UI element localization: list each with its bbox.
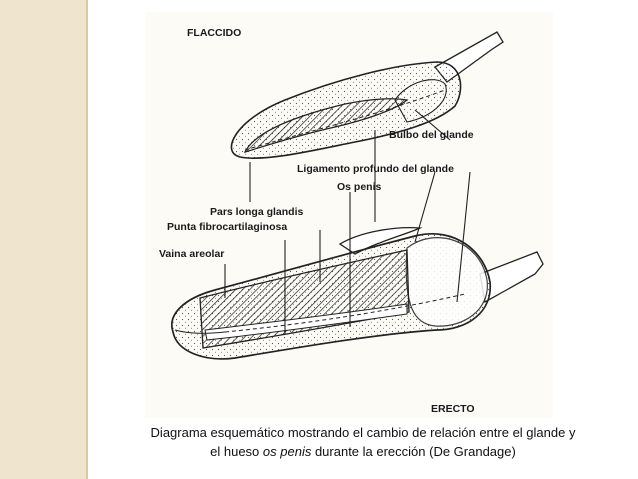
- label-flaccido: FLACCIDO: [187, 27, 241, 39]
- label-os-penis: Os penis: [337, 181, 382, 193]
- caption-line-2-after: durante la erección (De Grandage): [311, 444, 516, 459]
- label-punta-fibrocartilaginosa: Punta fibrocartilaginosa: [167, 221, 287, 233]
- flaccid-organ-drawing: [230, 31, 504, 159]
- label-erecto: ERECTO: [431, 403, 475, 415]
- figure-caption: Diagrama esquemático mostrando el cambio…: [88, 423, 638, 461]
- caption-line-2: el hueso os penis durante la erección (D…: [88, 442, 638, 461]
- caption-line-1: Diagrama esquemático mostrando el cambio…: [150, 425, 576, 440]
- anatomical-diagram: FLACCIDO Bulbo del glande Ligamento prof…: [145, 12, 553, 418]
- erect-organ-drawing: [171, 226, 544, 360]
- caption-os-penis-italic: os penis: [262, 444, 312, 459]
- side-accent-border: [86, 0, 88, 479]
- label-vaina-areolar: Vaina areolar: [159, 248, 224, 260]
- label-pars-longa-glandis: Pars longa glandis: [210, 206, 304, 218]
- label-bulbo-del-glande: Bulbo del glande: [389, 129, 474, 141]
- caption-line-2-before: el hueso: [210, 444, 263, 459]
- side-accent-stripe: [0, 0, 86, 479]
- leader-lines: [224, 109, 471, 334]
- label-ligamento-profundo: Ligamento profundo del glande: [297, 163, 454, 175]
